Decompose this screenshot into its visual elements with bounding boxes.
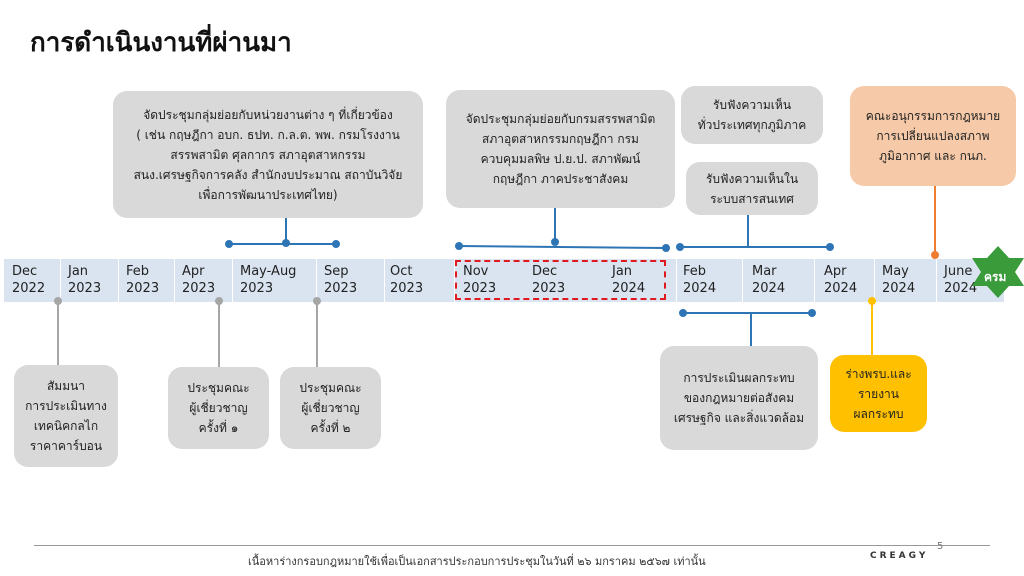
timeline-divider — [814, 259, 815, 302]
timeline-divider — [676, 259, 677, 302]
timeline-divider — [936, 259, 937, 302]
timeline-divider — [174, 259, 175, 302]
timeline-divider — [118, 259, 119, 302]
brand-logo: CREAGY — [870, 551, 929, 561]
timeline-divider — [384, 259, 385, 302]
callout-bottom-expert-meeting-2: ประชุมคณะ ผู้เชี่ยวชาญ ครั้งที่ ๒ — [280, 367, 381, 449]
callout-top-online-hearing: รับฟังความเห็นใน ระบบสารสนเทศ — [686, 162, 818, 215]
timeline-divider — [742, 259, 743, 302]
callout-top-regional-hearing: รับฟังความเห็น ทั่วประเทศทุกภูมิภาค — [681, 86, 823, 144]
page-title: การดำเนินงานที่ผ่านมา — [30, 28, 292, 58]
timeline-divider — [454, 259, 455, 302]
end-marker-label: ครม — [984, 270, 1007, 284]
callout-top-stakeholder-meetings: จัดประชุมกลุ่มย่อยกับหน่วยงานต่าง ๆ ที่เ… — [113, 91, 423, 218]
callout-top-group-meetings: จัดประชุมกลุ่มย่อยกับกรมสรรพสามิต สภาอุต… — [446, 90, 675, 208]
timeline-divider — [874, 259, 875, 302]
star-marker — [972, 246, 1024, 298]
timeline-divider — [316, 259, 317, 302]
timeline-divider — [232, 259, 233, 302]
highlight-period-frame — [455, 260, 666, 300]
callout-bottom-seminar: สัมมนา การประเมินทาง เทคนิคกลไก ราคาคาร์… — [14, 365, 118, 467]
page-number: 5 — [937, 541, 944, 552]
callout-bottom-expert-meeting-1: ประชุมคณะ ผู้เชี่ยวชาญ ครั้งที่ ๑ — [168, 367, 269, 449]
callout-top-subcommittee: คณะอนุกรรมการกฎหมาย การเปลี่ยนแปลงสภาพ ภ… — [850, 86, 1016, 186]
timeline-bar — [4, 259, 1004, 302]
footer-note: เนื้อหาร่างกรอบกฎหมายใช้เพื่อเป็นเอกสารป… — [248, 555, 706, 568]
footer-divider — [34, 545, 990, 546]
callout-bottom-impact-assessment: การประเมินผลกระทบ ของกฎหมายต่อสังคม เศรษ… — [660, 346, 818, 450]
callout-bottom-draft-act: ร่างพรบ.และ รายงาน ผลกระทบ — [830, 355, 927, 432]
timeline-divider — [60, 259, 61, 302]
